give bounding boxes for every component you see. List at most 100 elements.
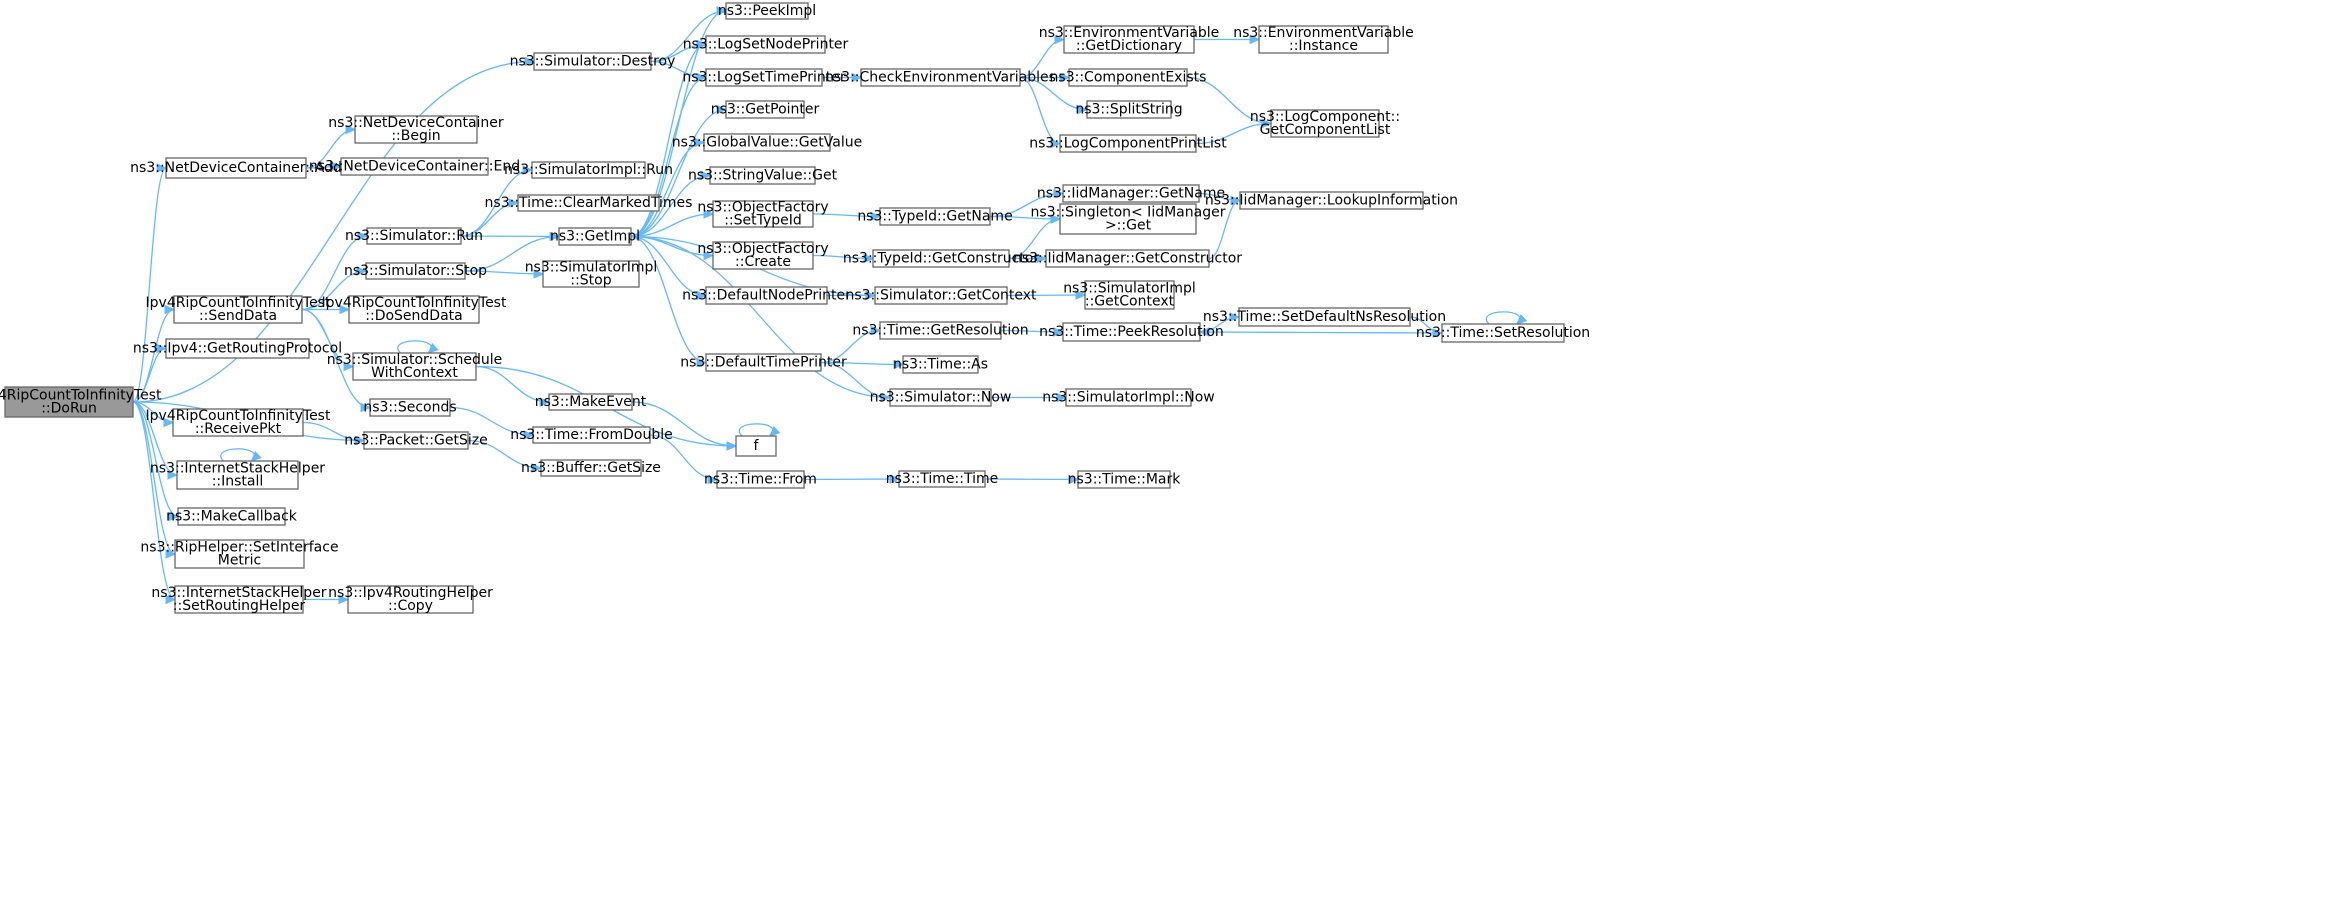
node-box: [347, 585, 474, 614]
node-label: ns3::Time::From: [704, 472, 817, 488]
node-box: [177, 507, 286, 526]
node-sim-run[interactable]: ns3::Simulator::Run: [345, 227, 483, 245]
node-time-time[interactable]: ns3::Time::Time: [886, 470, 998, 488]
edge-getimpl-to-logsettime: [630, 76, 707, 238]
node-iid-getctor[interactable]: ns3::IidManager::GetConstructor: [1013, 249, 1242, 268]
node-seconds[interactable]: ns3::Seconds: [363, 398, 457, 417]
node-logsettime[interactable]: ns3::LogSetTimePrinter: [682, 68, 846, 87]
node-sim-getcontext[interactable]: ns3::Simulator::GetContext: [845, 286, 1037, 305]
edge-arrowhead: [707, 474, 719, 485]
node-typeid-getctor[interactable]: ns3::TypeId::GetConstructor: [843, 249, 1039, 268]
node-label: ns3::MakeEvent: [535, 394, 647, 410]
node-getpointer[interactable]: ns3::GetPointer: [711, 100, 820, 119]
node-packet-getsize[interactable]: ns3::Packet::GetSize: [344, 431, 488, 450]
edge-arrowhead: [360, 402, 372, 413]
node-time-getres[interactable]: ns3::Time::GetResolution: [852, 321, 1029, 340]
node-box: [165, 338, 310, 359]
node-dorun[interactable]: Ipv4RipCountToInfinityTest::DoRun: [0, 386, 162, 418]
node-time-peekres[interactable]: ns3::Time::PeekResolution: [1039, 322, 1224, 342]
node-receivepkt[interactable]: Ipv4RipCountToInfinityTest::ReceivePkt: [146, 408, 331, 437]
node-time-setdefns[interactable]: ns3::Time::SetDefaultNsResolution: [1203, 307, 1446, 327]
node-ish-setrouting[interactable]: ns3::InternetStackHelper::SetRoutingHelp…: [151, 585, 326, 614]
node-iid-lookup[interactable]: ns3::IidManager::LookupInformation: [1205, 191, 1458, 210]
node-makecallback[interactable]: ns3::MakeCallback: [166, 507, 298, 526]
node-ndc-begin[interactable]: ns3::NetDeviceContainer::Begin: [328, 115, 504, 144]
node-defnodeprinter[interactable]: ns3::DefaultNodePrinter: [682, 286, 851, 305]
node-getrouting[interactable]: ns3::Ipv4::GetRoutingProtocol: [133, 338, 342, 359]
edge-arrowhead: [1050, 214, 1062, 224]
node-of-create[interactable]: ns3::ObjectFactory::Create: [697, 241, 828, 270]
node-makeevent[interactable]: ns3::MakeEvent: [535, 393, 647, 411]
node-iid-getname[interactable]: ns3::IidManager::GetName: [1037, 184, 1225, 203]
node-simimpl-run[interactable]: ns3::SimulatorImpl::Run: [504, 161, 673, 179]
edge-arrowhead: [523, 430, 535, 440]
edge-arrowhead: [694, 137, 706, 148]
node-splitstring[interactable]: ns3::SplitString: [1075, 100, 1183, 119]
node-label: ns3::InternetStackHelper: [151, 585, 326, 601]
node-label: ns3::Simulator::Destroy: [510, 54, 676, 70]
node-time-from[interactable]: ns3::Time::From: [704, 470, 817, 489]
node-box: [540, 459, 642, 477]
node-time-clearmarked[interactable]: ns3::Time::ClearMarkedTimes: [485, 194, 693, 212]
node-deftimeprinter[interactable]: ns3::DefaultTimePrinter: [680, 353, 847, 372]
node-sv-get[interactable]: ns3::StringValue::Get: [688, 166, 838, 185]
edge-arrowhead: [1054, 34, 1066, 45]
node-label: Ipv4RipCountToInfinityTest: [0, 388, 162, 404]
node-logsetnode[interactable]: ns3::LogSetNodePrinter: [683, 35, 849, 54]
node-gv-getvalue[interactable]: ns3::GlobalValue::GetValue: [672, 133, 862, 152]
node-senddata[interactable]: Ipv4RipCountToInfinityTest::SendData: [146, 295, 331, 324]
edge-arrowhead: [1056, 392, 1068, 403]
edge-arrowhead: [524, 56, 536, 67]
node-time-as[interactable]: ns3::Time::As: [893, 355, 988, 374]
node-sim-stop[interactable]: ns3::Simulator::Stop: [344, 262, 487, 280]
edge-arrowhead: [889, 474, 901, 484]
node-box: [879, 321, 1002, 340]
node-ndc-add[interactable]: ns3::NetDeviceContainer::Add: [130, 157, 342, 179]
node-f[interactable]: f: [735, 435, 777, 457]
node-simimpl-stop[interactable]: ns3::SimulatorImpl::Stop: [525, 260, 658, 289]
edge-arrowhead: [1229, 312, 1241, 322]
edge-arrowhead: [769, 426, 781, 437]
node-time-setres[interactable]: ns3::Time::SetResolution: [1416, 323, 1590, 343]
node-simimpl-now[interactable]: ns3::SimulatorImpl::Now: [1042, 388, 1215, 407]
node-dosenddata[interactable]: Ipv4RipCountToInfinityTest::DoSendData: [322, 295, 507, 324]
edge-arrowhead: [156, 343, 168, 354]
node-label: ns3::GetPointer: [711, 102, 820, 118]
node-compexists[interactable]: ns3::ComponentExists: [1050, 68, 1207, 87]
node-simimpl-getctx[interactable]: ns3::SimulatorImpl::GetContext: [1063, 280, 1196, 310]
node-env-getdict[interactable]: ns3::EnvironmentVariable::GetDictionary: [1039, 25, 1220, 54]
node-label: ns3::SplitString: [1075, 102, 1182, 118]
node-label: ns3::PeekImpl: [718, 3, 816, 19]
node-logcomp-getlist[interactable]: ns3::LogComponent::GetComponentList: [1250, 109, 1400, 138]
node-label: Ipv4RipCountToInfinityTest: [322, 295, 507, 311]
node-peekimpl[interactable]: ns3::PeekImpl: [718, 2, 816, 20]
node-buffer-getsize[interactable]: ns3::Buffer::GetSize: [521, 459, 661, 477]
node-of-settypeid[interactable]: ns3::ObjectFactory::SetTypeId: [697, 200, 828, 229]
edge-arrowhead: [427, 343, 439, 354]
node-label: ns3::Time::ClearMarkedTimes: [485, 195, 693, 211]
node-ish-install[interactable]: ns3::InternetStackHelper::Install: [150, 460, 325, 490]
node-singleton-get[interactable]: ns3::Singleton< IidManager>::Get: [1031, 203, 1226, 235]
node-env-instance[interactable]: ns3::EnvironmentVariable::Instance: [1233, 25, 1414, 54]
node-time-fromdouble[interactable]: ns3::Time::FromDouble: [510, 426, 673, 444]
node-box: [1059, 134, 1197, 153]
node-getimpl[interactable]: ns3::GetImpl: [550, 227, 640, 246]
node-box: [173, 295, 303, 324]
edge-makeevent-to-f: [631, 401, 737, 447]
node-sim-now[interactable]: ns3::Simulator::Now: [870, 388, 1012, 407]
node-typeid-getname[interactable]: ns3::TypeId::GetName: [857, 207, 1013, 226]
node-label: ns3::Time::SetResolution: [1416, 325, 1590, 341]
node-ndc-end[interactable]: ns3::NetDeviceContainer::End: [309, 157, 520, 176]
edge-arrowhead: [696, 290, 708, 301]
node-sim-destroy[interactable]: ns3::Simulator::Destroy: [510, 52, 676, 71]
node-logcompprint[interactable]: ns3::LogComponentPrintList: [1029, 134, 1227, 153]
node-time-mark[interactable]: ns3::Time::Mark: [1068, 470, 1182, 489]
edge-getimpl-to-deftimeprinter: [630, 235, 707, 364]
node-ipv4rh-copy[interactable]: ns3::Ipv4RoutingHelper::Copy: [328, 585, 493, 614]
edge-arrowhead: [354, 435, 366, 446]
node-label: ns3::ComponentExists: [1050, 70, 1207, 86]
node-checkenv[interactable]: ns3::CheckEnvironmentVariables: [825, 68, 1056, 87]
